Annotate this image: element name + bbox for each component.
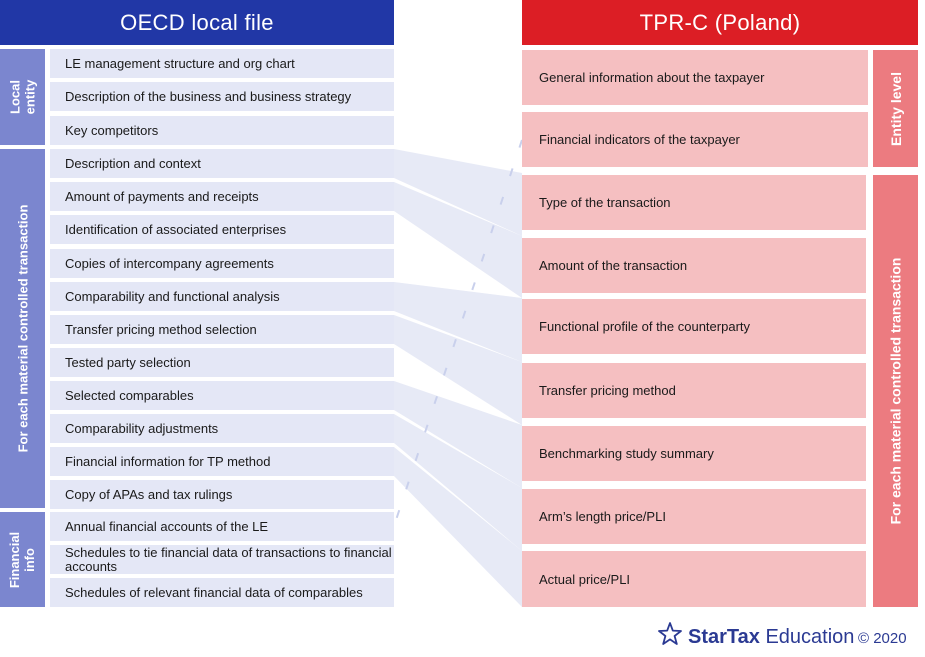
group-each-transaction-right: For each material controlled transaction — [873, 175, 918, 607]
brand-suffix: Education — [765, 625, 855, 648]
link-dash-top — [395, 139, 523, 521]
right-item-counterparty-profile: Functional profile of the counterparty — [522, 299, 866, 354]
left-item-description-context: Description and context — [50, 149, 394, 178]
tpr-c-poland-header: TPR-C (Poland) — [522, 0, 918, 45]
link-functional-to-profile — [394, 282, 522, 362]
left-item-schedules-comparables: Schedules of relevant financial data of … — [50, 578, 394, 607]
group-financial-info-label: Financial info — [7, 531, 38, 588]
group-local-entity-label: Local entity — [7, 79, 38, 115]
right-item-actual-price: Actual price/PLI — [522, 551, 866, 607]
right-item-arms-length-price: Arm’s length price/PLI — [522, 489, 866, 544]
right-item-transaction-type: Type of the transaction — [522, 175, 866, 230]
left-item-management-structure: LE management structure and org chart — [50, 49, 394, 78]
link-financials-to-actual — [394, 447, 522, 607]
group-each-transaction-left: For each material controlled transaction — [0, 149, 45, 508]
group-local-entity: Local entity — [0, 49, 45, 145]
link-adjustments-to-alp — [394, 414, 522, 551]
left-item-payments-receipts: Amount of payments and receipts — [50, 182, 394, 211]
right-item-tp-method: Transfer pricing method — [522, 363, 866, 418]
left-item-comparability-adjustments: Comparability adjustments — [50, 414, 394, 443]
left-item-method-selection: Transfer pricing method selection — [50, 315, 394, 344]
left-item-annual-accounts: Annual financial accounts of the LE — [50, 512, 394, 541]
link-comparables-to-benchmark — [394, 381, 522, 488]
left-item-apas-rulings: Copy of APAs and tax rulings — [50, 480, 394, 509]
left-item-schedules-transactions: Schedules to tie financial data of trans… — [50, 545, 394, 574]
startax-logo: StarTax Education — [658, 622, 855, 652]
link-method-to-method — [394, 315, 522, 425]
right-item-general-information: General information about the taxpayer — [522, 50, 868, 105]
left-item-selected-comparables: Selected comparables — [50, 381, 394, 410]
group-each-transaction-left-label: For each material controlled transaction — [15, 204, 31, 453]
group-financial-info: Financial info — [0, 512, 45, 607]
star-icon — [658, 622, 682, 652]
left-item-key-competitors: Key competitors — [50, 116, 394, 145]
left-item-tested-party: Tested party selection — [50, 348, 394, 377]
left-item-business-strategy: Description of the business and business… — [50, 82, 394, 111]
right-item-transaction-amount: Amount of the transaction — [522, 238, 866, 293]
left-item-financial-information: Financial information for TP method — [50, 447, 394, 476]
group-entity-level: Entity level — [873, 50, 918, 167]
link-context-to-type — [394, 149, 522, 236]
copyright-notice: © 2020 — [858, 629, 907, 647]
left-item-associated-enterprises: Identification of associated enterprises — [50, 215, 394, 244]
left-item-intercompany-agreements: Copies of intercompany agreements — [50, 249, 394, 278]
link-amount-to-amount — [394, 182, 522, 298]
oecd-local-file-header: OECD local file — [0, 0, 394, 45]
group-entity-level-label: Entity level — [887, 71, 904, 146]
right-item-benchmarking-summary: Benchmarking study summary — [522, 426, 866, 481]
right-item-financial-indicators: Financial indicators of the taxpayer — [522, 112, 868, 167]
left-item-functional-analysis: Comparability and functional analysis — [50, 282, 394, 311]
brand-name: StarTax — [688, 625, 760, 648]
group-each-transaction-right-label: For each material controlled transaction — [887, 257, 904, 525]
